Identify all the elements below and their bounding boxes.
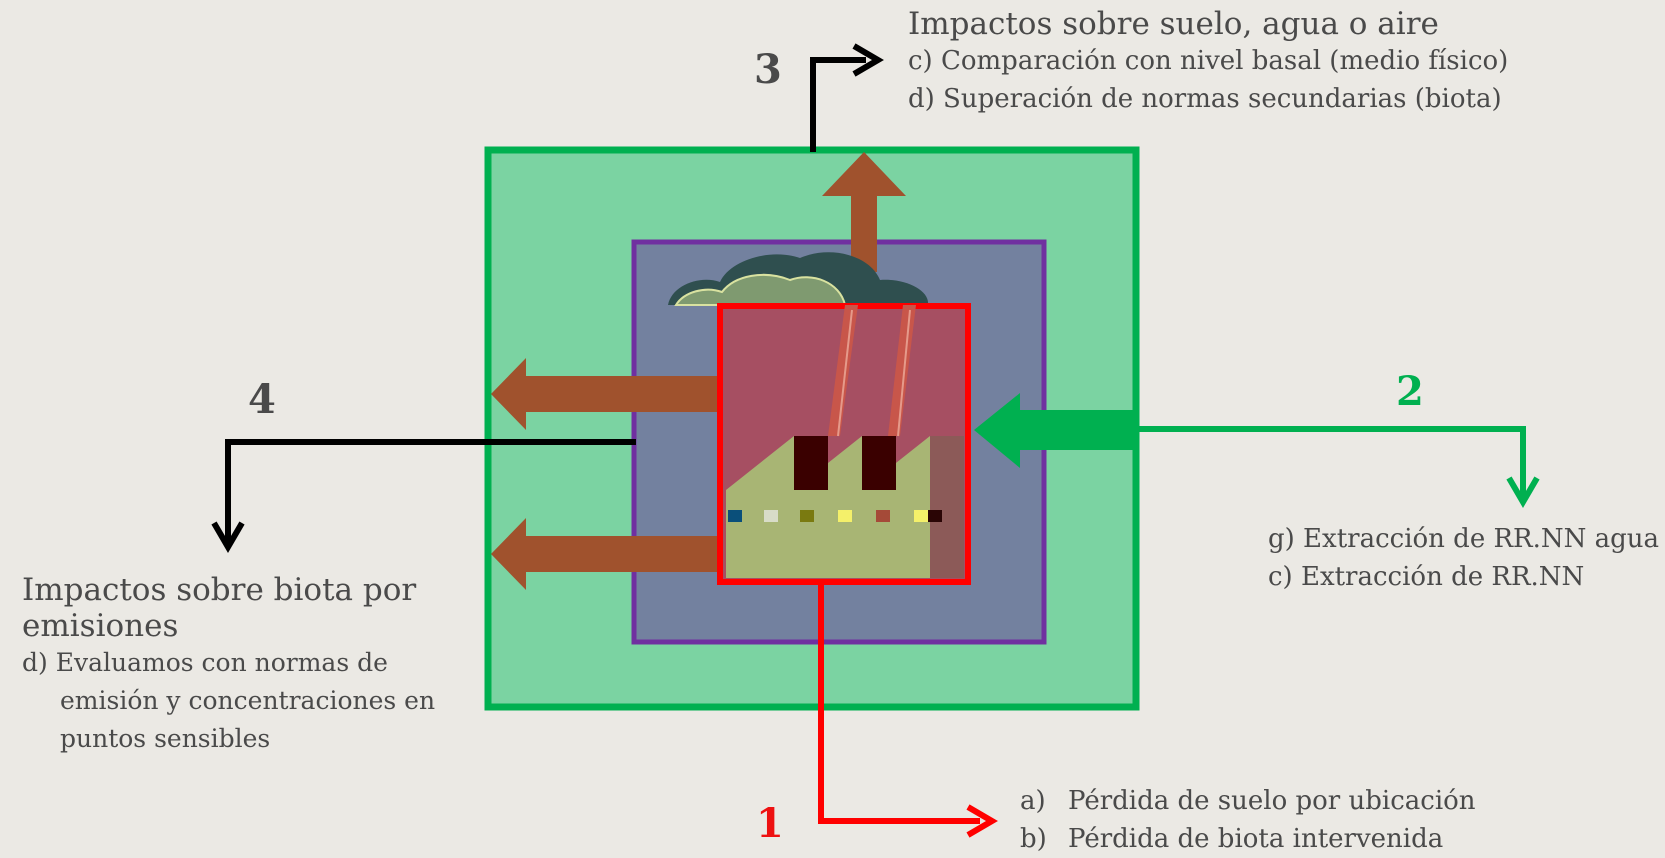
bottom-impact-item-marker: a) bbox=[1020, 786, 1046, 816]
right-impact-line-1: g) Extracción de RR.NN agua bbox=[1268, 524, 1660, 554]
smoke-cloud-icon bbox=[668, 252, 929, 306]
connector-3-arrowhead bbox=[852, 43, 884, 77]
connector-4-arrowhead bbox=[211, 521, 245, 553]
right-impact-text: g) Extracción de RR.NN agua c) Extracció… bbox=[1268, 520, 1659, 596]
top-impact-line-2: d) Superación de normas secundarias (bio… bbox=[908, 84, 1502, 114]
bottom-impact-text: a) Pérdida de suelo por ubicación b) Pér… bbox=[1020, 782, 1476, 858]
bottom-impact-item-text: Pérdida de suelo por ubicación bbox=[1068, 786, 1476, 816]
number-4-label: 4 bbox=[248, 376, 276, 423]
factory-icon bbox=[726, 305, 964, 578]
connector-3 bbox=[810, 57, 866, 152]
left-impact-line-1: d) Evaluamos con normas de emisión y con… bbox=[22, 648, 436, 753]
bottom-impact-item: b) Pérdida de biota intervenida bbox=[1020, 820, 1476, 858]
connector-2 bbox=[1136, 426, 1526, 500]
bottom-impact-item: a) Pérdida de suelo por ubicación bbox=[1020, 782, 1476, 820]
right-impact-line-2: c) Extracción de RR.NN bbox=[1268, 562, 1585, 592]
bottom-impact-item-text: Pérdida de biota intervenida bbox=[1068, 824, 1444, 854]
output-arrow-left-top-icon bbox=[491, 358, 724, 430]
top-impact-title: Impactos sobre suelo, agua o aire bbox=[908, 6, 1439, 42]
connector-1 bbox=[818, 584, 980, 824]
number-2-label: 2 bbox=[1396, 368, 1424, 415]
left-impact-text: Impactos sobre biota por emisiones d) Ev… bbox=[22, 572, 442, 758]
connector-4 bbox=[225, 439, 636, 545]
top-impact-line-1: c) Comparación con nivel basal (medio fí… bbox=[908, 46, 1509, 76]
bottom-impact-item-marker: b) bbox=[1020, 824, 1047, 854]
output-arrow-up-icon bbox=[822, 152, 906, 272]
number-3-label: 3 bbox=[754, 46, 782, 93]
connector-1-arrowhead bbox=[966, 804, 998, 838]
connector-2-arrowhead bbox=[1506, 476, 1540, 508]
output-arrow-left-bottom-icon bbox=[491, 518, 724, 590]
top-impact-text: Impactos sobre suelo, agua o aire c) Com… bbox=[908, 6, 1508, 118]
left-impact-title-line-2: emisiones bbox=[22, 608, 179, 644]
number-1-label: 1 bbox=[756, 800, 784, 847]
input-arrow-icon bbox=[974, 393, 1136, 468]
left-impact-title-line-1: Impactos sobre biota por bbox=[22, 572, 417, 608]
